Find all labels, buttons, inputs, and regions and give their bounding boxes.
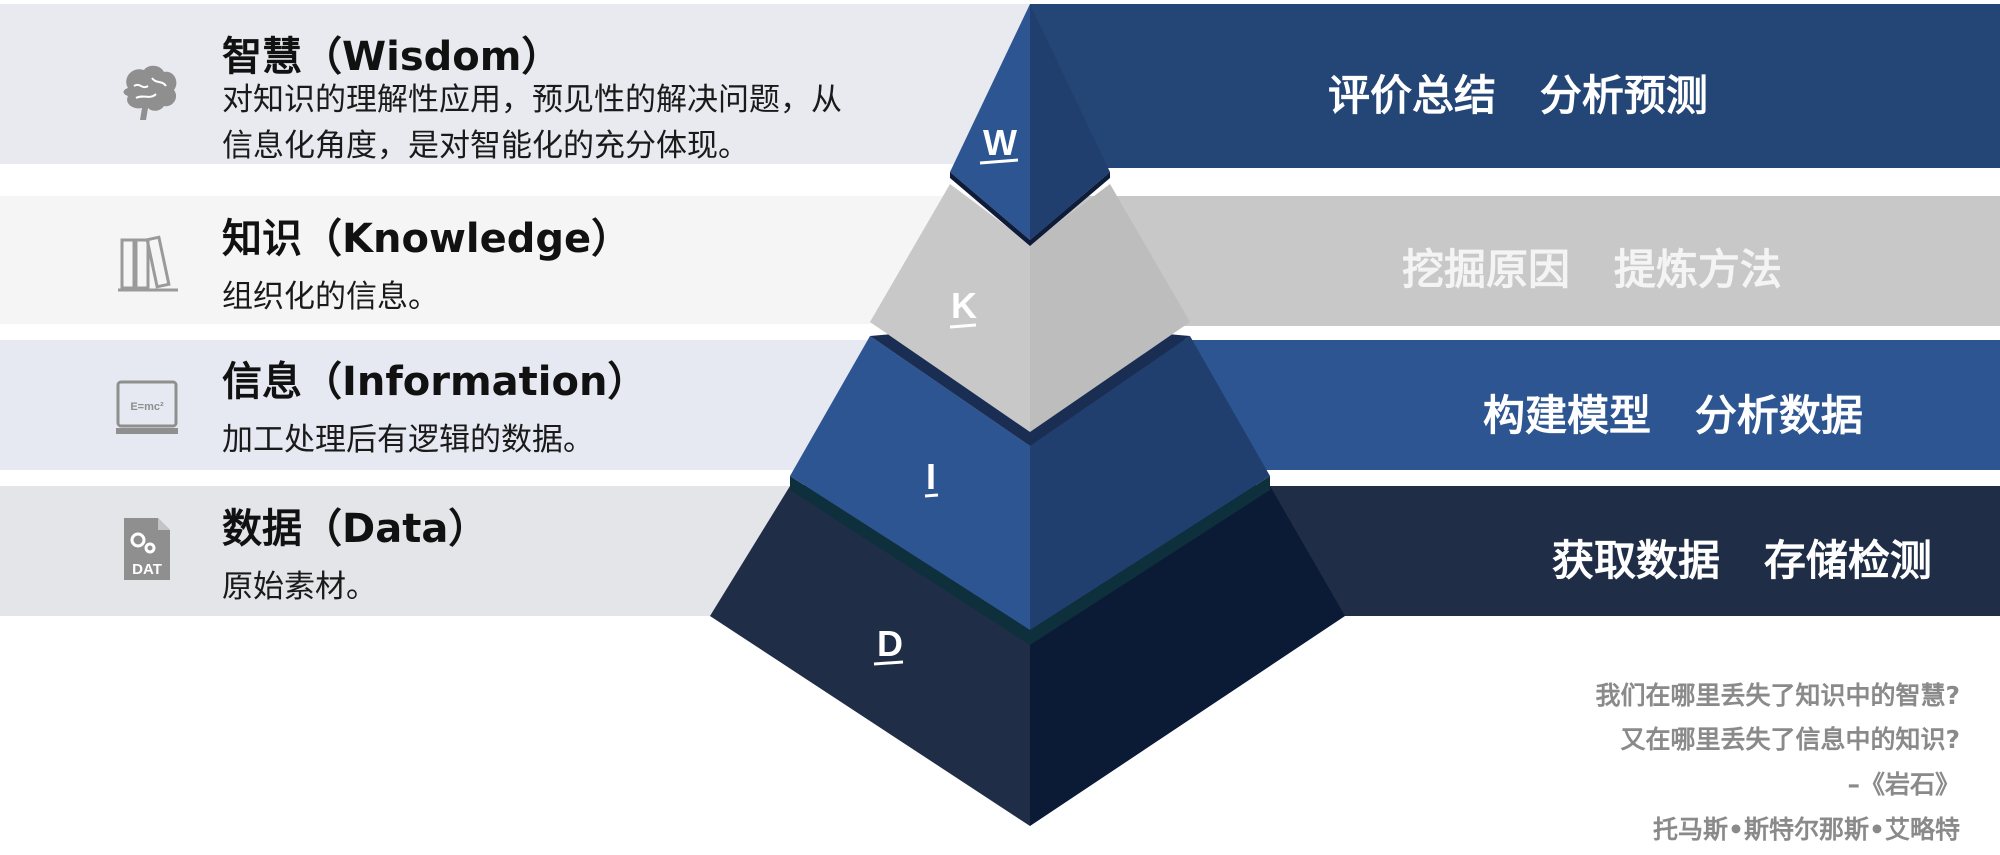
underline-d xyxy=(873,660,904,666)
quote-line-1: 我们在哪里丢失了知识中的智慧? xyxy=(1595,681,1960,710)
wisdom-description: 对知识的理解性应用，预见性的解决问题，从 信息化角度，是对智能化的充分体现。 xyxy=(222,77,922,169)
information-action-label: 构建模型 分析数据 xyxy=(1483,391,1863,440)
pyramid-letter-w: W xyxy=(983,122,1017,163)
knowledge-right-band xyxy=(1030,196,2000,326)
data-action-label: 获取数据 存储检测 xyxy=(1552,536,1932,585)
knowledge-action-label: 挖掘原因 提炼方法 xyxy=(1402,245,1782,294)
svg-text:E=mc²: E=mc² xyxy=(130,401,164,413)
pyramid-layer-wisdom xyxy=(950,4,1110,246)
brain-icon xyxy=(123,65,177,120)
wisdom-right-band xyxy=(1030,4,2000,168)
wisdom-title: 智慧（Wisdom） xyxy=(222,34,562,80)
knowledge-description: 组织化的信息。 xyxy=(222,279,439,315)
wisdom-action-label: 评价总结 分析预测 xyxy=(1328,71,1708,120)
books-icon xyxy=(118,235,178,292)
pyramid-letter-d: D xyxy=(877,623,903,664)
knowledge-left-band xyxy=(0,196,1030,324)
underline-i xyxy=(924,493,939,498)
quote-author: 托马斯•斯特尔那斯•艾略特 xyxy=(1653,815,1960,844)
quote-source: –《岩石》 xyxy=(1847,770,1960,799)
information-description: 加工处理后有逻辑的数据。 xyxy=(222,422,594,458)
knowledge-title: 知识（Knowledge） xyxy=(222,216,632,262)
svg-text:DAT: DAT xyxy=(132,561,162,578)
information-title: 信息（Information） xyxy=(222,359,648,405)
quote-line-2: 又在哪里丢失了信息中的知识? xyxy=(1620,725,1960,754)
pyramid-letter-k: K xyxy=(951,285,977,326)
underline-w xyxy=(979,158,1019,165)
pyramid-letter-i: I xyxy=(926,456,936,497)
data-description: 原始素材。 xyxy=(222,569,377,605)
data-file-icon: DAT xyxy=(124,518,170,580)
data-title: 数据（Data） xyxy=(222,506,489,552)
wisdom-description-line-1: 对知识的理解性应用，预见性的解决问题，从 xyxy=(222,82,842,118)
blackboard-icon: E=mc² xyxy=(116,380,178,434)
underline-k xyxy=(949,323,977,329)
wisdom-description-line-2: 信息化角度，是对智能化的充分体现。 xyxy=(222,128,749,164)
pyramid-layer-knowledge xyxy=(870,184,1190,432)
